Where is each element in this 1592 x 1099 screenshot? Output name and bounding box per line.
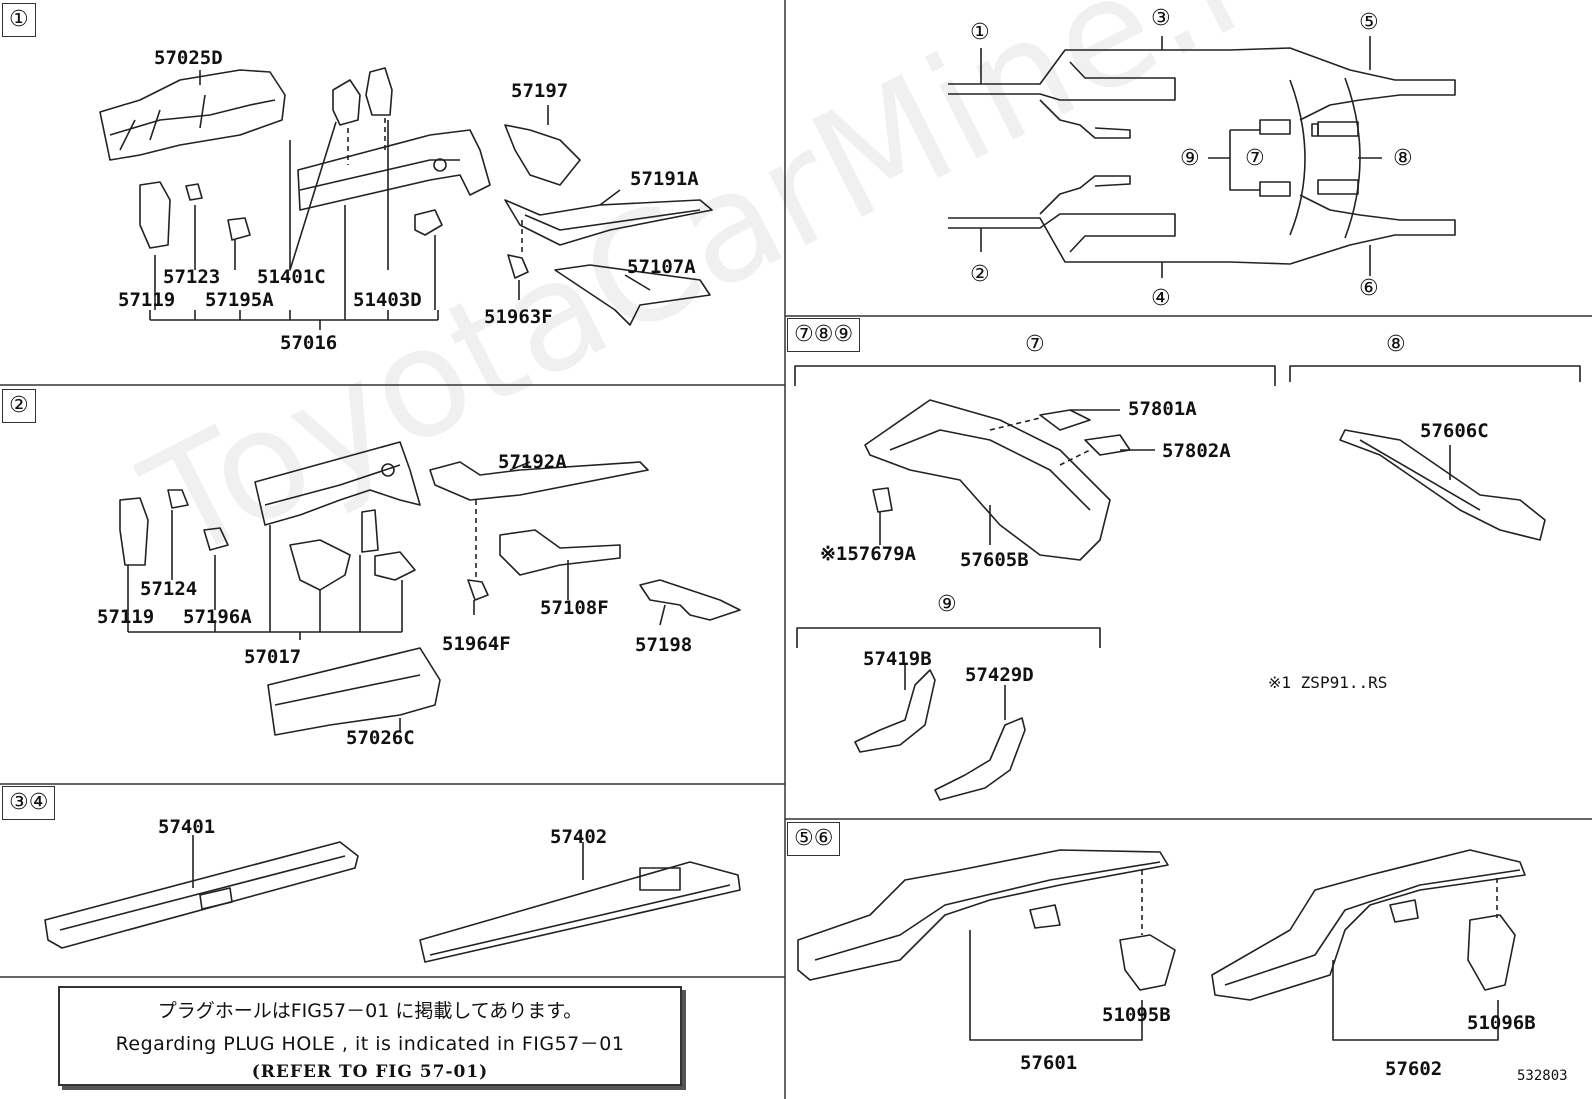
part-label-51401C: 51401C xyxy=(257,266,326,288)
part-label-57016: 57016 xyxy=(280,332,338,354)
part-label-57602: 57602 xyxy=(1385,1058,1443,1080)
footnote: ※1 ZSP91..RS xyxy=(1268,673,1388,692)
section-tab-7-8-9: ⑦⑧⑨ xyxy=(787,318,861,352)
part-label-51963F: 51963F xyxy=(484,306,553,328)
part-label-57198: 57198 xyxy=(635,634,693,656)
part-label-57401: 57401 xyxy=(158,816,216,838)
overview-marker-8: ⑧ xyxy=(1393,146,1413,171)
part-label-57402: 57402 xyxy=(550,826,608,848)
note-line-japanese: プラグホールはFIG57－01 に掲載してあります。 xyxy=(157,1000,583,1022)
part-label-57192A: 57192A xyxy=(498,451,567,473)
section-tab-2: ② xyxy=(2,389,36,423)
part-label-57606C: 57606C xyxy=(1420,420,1489,442)
part-label-57429D: 57429D xyxy=(965,664,1034,686)
overview-marker-4: ④ xyxy=(1151,286,1171,311)
note-line-english: Regarding PLUG HOLE , it is indicated in… xyxy=(115,1033,625,1055)
overview-marker-9: ⑨ xyxy=(1180,146,1200,171)
part-label-57119-s1: 57119 xyxy=(118,289,176,311)
part-label-57124: 57124 xyxy=(140,578,198,600)
part-label-57017: 57017 xyxy=(244,646,302,668)
part-label-57107A: 57107A xyxy=(627,256,696,278)
part-label-57802A: 57802A xyxy=(1162,440,1231,462)
part-label-57801A: 57801A xyxy=(1128,398,1197,420)
overview-marker-6: ⑥ xyxy=(1359,276,1379,301)
part-label-57191A: 57191A xyxy=(630,168,699,190)
part-label-57108F: 57108F xyxy=(540,597,609,619)
part-label-57119-s2: 57119 xyxy=(97,606,155,628)
section34-drawing xyxy=(44,835,741,963)
part-label-57679A: ※157679A xyxy=(820,543,916,565)
plug-hole-note: プラグホールはFIG57－01 に掲載してあります。 Regarding PLU… xyxy=(58,986,682,1086)
overview-marker-1: ① xyxy=(970,20,990,45)
part-label-51096B: 51096B xyxy=(1467,1012,1536,1034)
part-label-57605B: 57605B xyxy=(960,549,1029,571)
section-tab-5-6: ⑤⑥ xyxy=(787,822,841,856)
section2-drawing xyxy=(119,441,741,736)
section-tab-1: ① xyxy=(2,3,36,37)
subsection-header-7: ⑦ xyxy=(1025,332,1045,357)
part-label-57123: 57123 xyxy=(163,266,221,288)
part-label-57196A: 57196A xyxy=(183,606,252,628)
overview-marker-5: ⑤ xyxy=(1359,10,1379,35)
overview-frame-drawing xyxy=(948,36,1456,278)
part-label-51403D: 51403D xyxy=(353,289,422,311)
overview-marker-3: ③ xyxy=(1151,6,1171,31)
overview-marker-2: ② xyxy=(970,262,990,287)
part-label-57195A: 57195A xyxy=(205,289,274,311)
section789-drawing xyxy=(794,365,1581,801)
part-label-57601: 57601 xyxy=(1020,1052,1078,1074)
figure-code: 532803 xyxy=(1517,1068,1568,1084)
subsection-header-9: ⑨ xyxy=(937,592,957,617)
part-label-51095B: 51095B xyxy=(1102,1004,1171,1026)
overview-marker-7: ⑦ xyxy=(1245,146,1265,171)
section56-drawing xyxy=(797,849,1526,1041)
section-tab-3-4: ③④ xyxy=(2,786,56,820)
part-label-51964F: 51964F xyxy=(442,633,511,655)
part-label-57025D: 57025D xyxy=(154,47,223,69)
part-label-57026C: 57026C xyxy=(346,727,415,749)
part-label-57419B: 57419B xyxy=(863,648,932,670)
subsection-header-8: ⑧ xyxy=(1386,332,1406,357)
note-line-refer: (REFER TO FIG 57-01) xyxy=(251,1062,489,1082)
section1-drawing xyxy=(99,67,713,330)
part-label-57197: 57197 xyxy=(511,80,569,102)
